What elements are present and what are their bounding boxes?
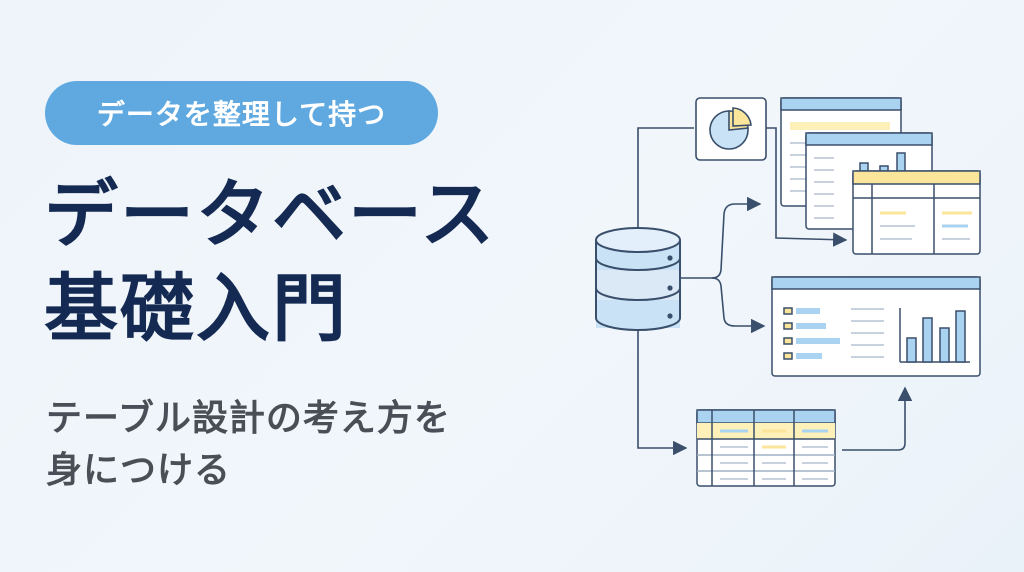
pie-chart-card [695,97,767,161]
main-title: データベース 基礎入門 [44,168,496,356]
main-title-line1: データベース [44,172,497,258]
subtitle-line2: 身につける [46,450,232,491]
list-icon [783,307,840,360]
pie-chart-icon [709,107,752,150]
database-icon [595,227,681,331]
subtitle: テーブル設計の考え方を 身につける [46,393,451,497]
bar-chart-icon [899,308,970,363]
dashboard-card [771,276,981,377]
topic-badge-label: データを整理して持つ [96,98,387,131]
topic-badge: データを整理して持つ [45,81,438,145]
table-icon [696,409,836,487]
document-stack [780,97,981,255]
document-front [852,170,981,255]
subtitle-line1: テーブル設計の考え方を [46,398,451,439]
connector-lines [637,127,913,456]
main-title-line2: 基礎入門 [44,266,348,352]
